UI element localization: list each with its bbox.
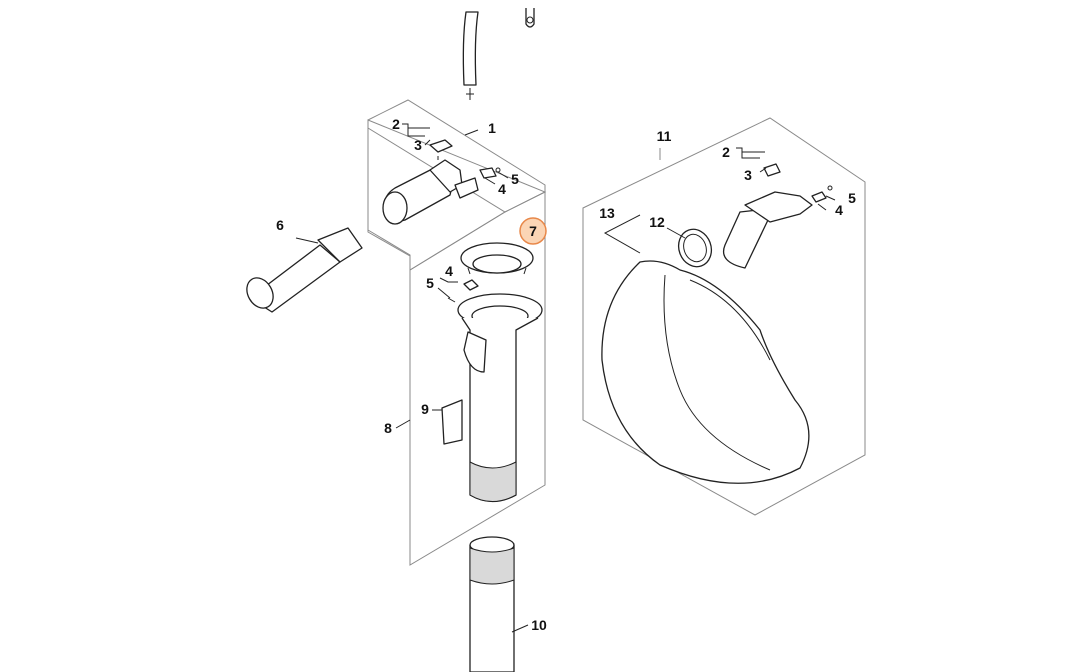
label-part-4-right[interactable]: 4 <box>835 202 843 218</box>
ring-part-7 <box>460 242 534 275</box>
label-part-11[interactable]: 11 <box>657 128 672 144</box>
kit-box-11 <box>582 117 866 516</box>
label-part-2-right[interactable]: 2 <box>722 144 730 160</box>
nozzle-part-11 <box>722 163 833 269</box>
label-part-12[interactable]: 12 <box>649 214 665 230</box>
callout-labels: 1 2 3 4 5 6 7 4 5 8 9 10 11 2 3 4 5 12 1… <box>276 116 856 633</box>
label-part-13[interactable]: 13 <box>599 205 615 221</box>
label-part-9[interactable]: 9 <box>421 401 429 417</box>
label-part-6[interactable]: 6 <box>276 217 284 233</box>
label-part-5[interactable]: 5 <box>511 171 519 187</box>
bag-part-13 <box>601 214 810 484</box>
sticker-part-9 <box>432 399 463 445</box>
label-part-8[interactable]: 8 <box>384 420 392 436</box>
label-part-5-middle[interactable]: 5 <box>426 275 434 291</box>
label-part-2[interactable]: 2 <box>392 116 400 132</box>
label-part-4-middle[interactable]: 4 <box>445 263 453 279</box>
tube-part-6 <box>246 227 363 313</box>
label-part-3[interactable]: 3 <box>414 137 422 153</box>
label-part-7[interactable]: 7 <box>529 223 537 239</box>
leaders-box-1 <box>402 123 509 185</box>
leaders-box-11 <box>736 147 836 211</box>
tube-part-8 <box>457 293 543 503</box>
label-part-5-right[interactable]: 5 <box>848 190 856 206</box>
label-part-10[interactable]: 10 <box>531 617 547 633</box>
label-part-4[interactable]: 4 <box>498 181 506 197</box>
leader-part-8 <box>395 419 411 429</box>
shoulder-strap <box>462 8 535 100</box>
highlight-circle-part-7[interactable] <box>519 217 547 245</box>
clamp-part-12 <box>666 227 713 268</box>
label-part-1[interactable]: 1 <box>488 120 496 136</box>
handle-part-1 <box>382 139 501 225</box>
clip-parts-4-5 <box>437 277 479 303</box>
label-part-3-right[interactable]: 3 <box>744 167 752 183</box>
kit-box-middle <box>409 192 546 566</box>
tube-part-10 <box>469 536 529 672</box>
